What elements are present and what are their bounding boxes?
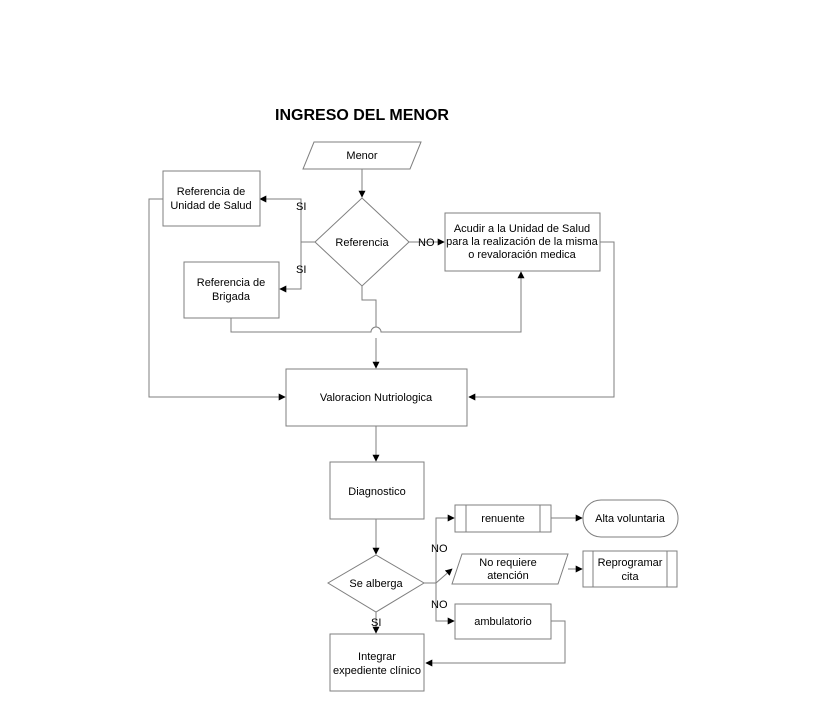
node-alta: Alta voluntaria	[582, 499, 679, 538]
node-valoracion-label: Valoracion Nutriologica	[320, 392, 433, 404]
edge-alberga-ambulatorio	[435, 583, 455, 625]
edge-referencia-brigada	[279, 242, 302, 293]
node-menor: Menor	[302, 141, 422, 170]
node-se-alberga: Se alberga	[327, 554, 425, 613]
edge-unidad-valoracion	[148, 198, 286, 401]
node-diagnostico: Diagnostico	[329, 461, 425, 520]
node-diagnostico-label: Diagnostico	[348, 486, 405, 498]
node-referencia: Referencia	[314, 197, 410, 287]
node-acudir: Acudir a la Unidad de Salud para la real…	[444, 212, 601, 272]
node-acudir-line-3: o revaloración medica	[468, 249, 576, 261]
node-ambulatorio: ambulatorio	[454, 603, 552, 640]
node-acudir-line-1: Acudir a la Unidad de Salud	[454, 223, 590, 235]
diagram-title: INGRESO DEL MENOR	[275, 107, 449, 124]
node-renuente-label: renuente	[481, 513, 524, 525]
node-referencia-label: Referencia	[335, 237, 389, 249]
edge-label-si-unidad: SI	[296, 201, 306, 213]
node-menor-label: Menor	[346, 150, 378, 162]
node-ref-brigada-line-1: Referencia de	[197, 277, 266, 289]
edge-label-si-brigada: SI	[296, 264, 306, 276]
node-integrar: Integrar expediente clínico	[329, 633, 425, 692]
node-no-requiere-line-2: atención	[487, 570, 529, 582]
node-ambulatorio-label: ambulatorio	[474, 616, 531, 628]
node-ref-unidad: Referencia de Unidad de Salud	[162, 170, 261, 227]
edge-label-no-ambulatorio: NO	[431, 599, 448, 611]
node-renuente: renuente	[454, 504, 552, 533]
edge-label-si-integrar: SI	[371, 617, 381, 629]
edge-referencia-valoracion	[361, 285, 376, 368]
edge-ambulatorio-integrar	[425, 620, 566, 667]
connectors	[148, 169, 615, 667]
edge-label-no-renuente: NO	[431, 543, 448, 555]
edge-alberga-norequiere	[435, 568, 453, 584]
node-integrar-line-1: Integrar	[358, 651, 396, 663]
node-no-requiere: No requiere atención	[451, 553, 569, 585]
node-no-requiere-line-1: No requiere	[479, 557, 536, 569]
node-reprogramar-line-2: cita	[621, 571, 639, 583]
node-integrar-line-2: expediente clínico	[333, 665, 421, 677]
edge-alberga-renuente	[424, 514, 455, 584]
edge-referencia-unidad	[259, 195, 315, 243]
node-acudir-line-2: para la realización de la misma	[446, 236, 599, 248]
node-ref-brigada: Referencia de Brigada	[183, 261, 280, 319]
node-reprogramar: Reprogramar cita	[582, 550, 678, 588]
node-valoracion: Valoracion Nutriologica	[285, 368, 468, 427]
edge-label-no-acudir: NO	[418, 237, 435, 249]
node-alta-label: Alta voluntaria	[595, 513, 666, 525]
edge-brigada-acudir	[230, 271, 525, 333]
node-se-alberga-label: Se alberga	[349, 578, 403, 590]
node-reprogramar-line-1: Reprogramar	[598, 557, 663, 569]
node-ref-unidad-line-1: Referencia de	[177, 186, 246, 198]
edge-acudir-valoracion	[468, 241, 615, 401]
node-ref-unidad-line-2: Unidad de Salud	[170, 200, 251, 212]
node-ref-brigada-line-2: Brigada	[212, 291, 251, 303]
